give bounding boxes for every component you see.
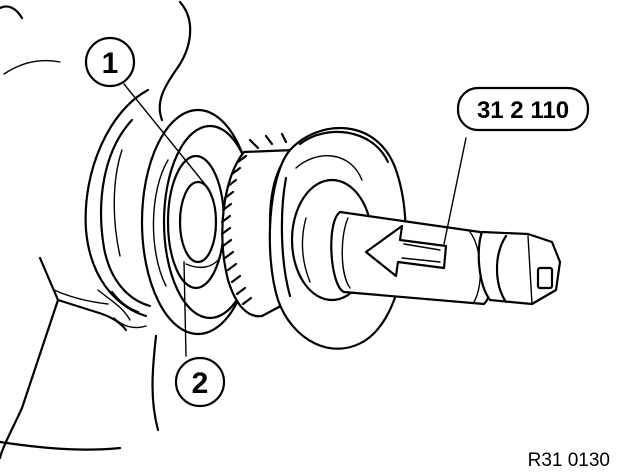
reference-code: R31 0130 — [528, 450, 610, 471]
callout-2-label: 2 — [192, 367, 209, 400]
callout-1: 1 — [84, 36, 136, 88]
callout-2: 2 — [174, 356, 226, 408]
hex-nut-end — [477, 230, 562, 306]
hub-carrier — [84, 88, 152, 329]
leader-lines — [123, 83, 467, 357]
tool-number-callout: 31 2 110 — [456, 86, 590, 132]
steering-knuckle-outline — [0, 0, 192, 460]
callout-1-label: 1 — [102, 47, 119, 80]
tool-number-label: 31 2 110 — [477, 97, 569, 124]
pull-direction-arrow — [364, 224, 448, 278]
